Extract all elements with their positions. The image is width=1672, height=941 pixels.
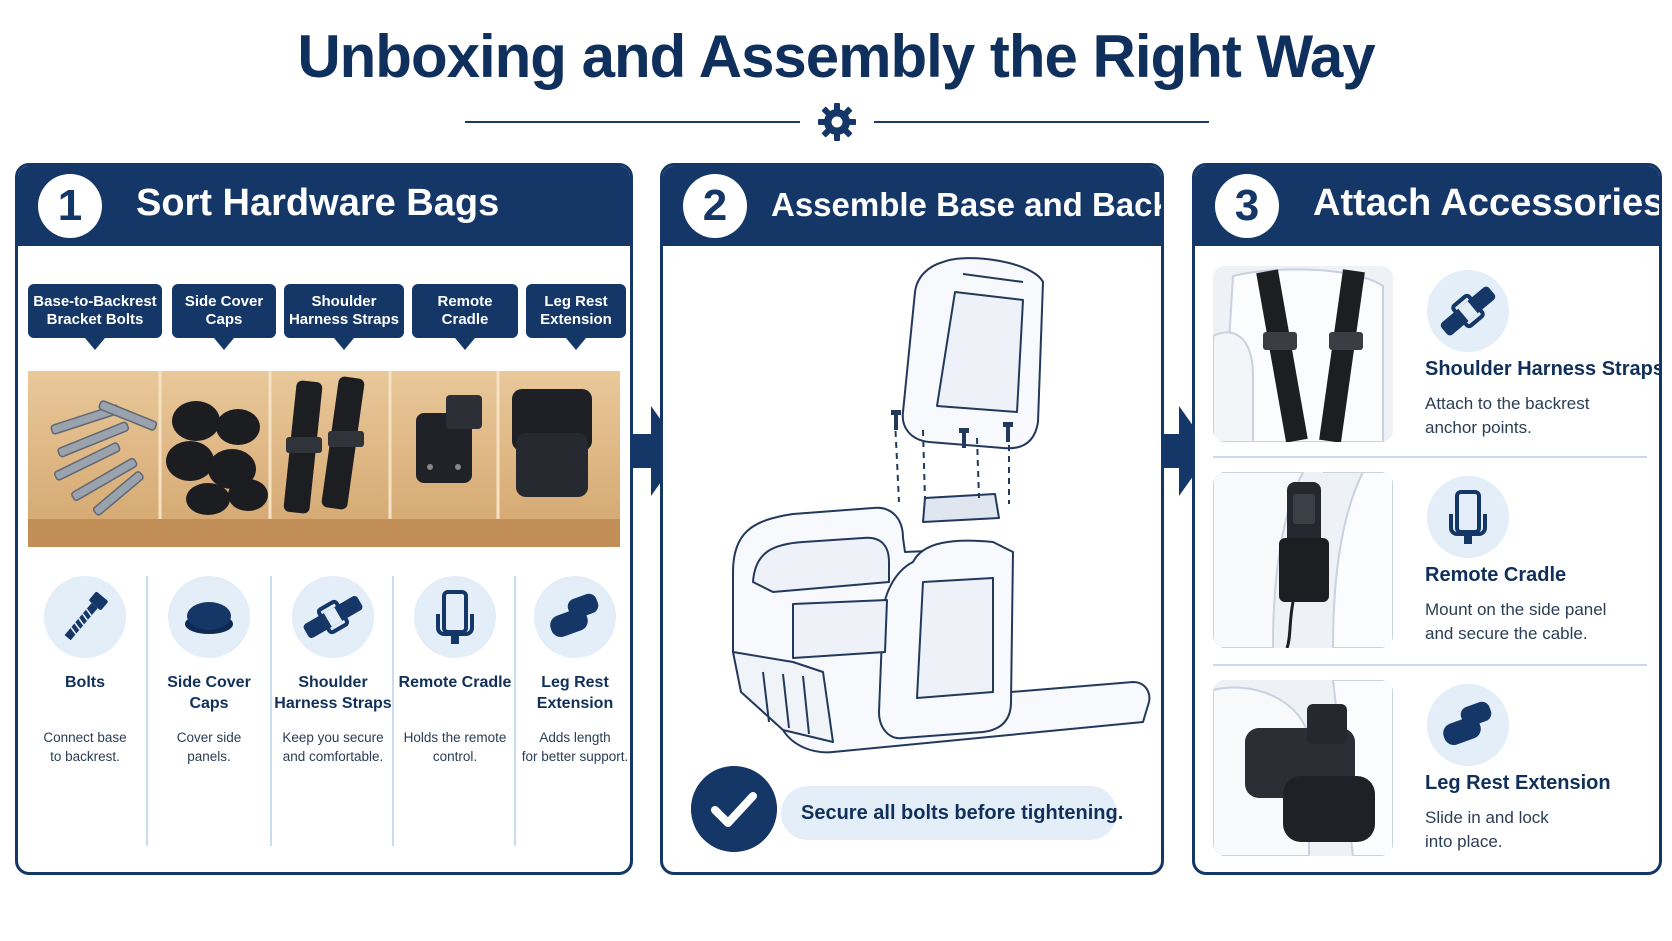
accessory-desc: Mount on the side panel [1425, 600, 1607, 619]
step1-header: 1 Sort Hardware Bags [18, 166, 630, 246]
hardware-shelf-photo [28, 371, 620, 547]
accessory-name: Remote Cradle [1425, 564, 1567, 586]
step3-title: Attach Accessories [1313, 182, 1662, 224]
part-name: Remote Cradle [398, 674, 512, 691]
part-desc: Connect base [43, 730, 127, 745]
part-name: Shoulder [298, 674, 368, 691]
accessory-name: Shoulder Harness Straps [1425, 358, 1662, 380]
part-divider [270, 576, 272, 846]
strap-buckle-icon [1427, 270, 1509, 352]
step2-number-badge: 2 [683, 174, 747, 238]
leg-rest-icon [534, 576, 616, 658]
massage-chair-diagram [732, 257, 1151, 754]
part-divider [146, 576, 148, 846]
page-title: Unboxing and Assembly the Right Way [297, 23, 1375, 90]
remote-holder-icon [1427, 476, 1509, 558]
leg-rest-icon [1427, 684, 1509, 766]
part-name: Bolts [65, 674, 105, 691]
bolts-pile [50, 400, 158, 516]
step2-panel: 2 Assemble Base and Backrest [660, 163, 1164, 875]
checkmark-icon [691, 766, 777, 852]
remote-holder-icon [414, 576, 496, 658]
remote-cradle-photo [1213, 472, 1393, 648]
leg-rest-photo [1213, 680, 1393, 856]
gear-icon [818, 103, 856, 141]
step1-title: Sort Hardware Bags [136, 182, 500, 224]
part-divider [514, 576, 516, 846]
title-divider-left [465, 121, 800, 123]
step2-header: 2 Assemble Base and Backrest [663, 166, 1161, 246]
step3-header: 3 Attach Accessories [1195, 166, 1659, 246]
strap-buckle-icon [292, 576, 374, 658]
part-divider [392, 576, 394, 846]
part-desc: Keep you secure [282, 730, 384, 745]
step1-number-badge: 1 [38, 174, 102, 238]
step2-title: Assemble Base and Backrest [771, 186, 1164, 223]
accessory-divider [1213, 456, 1647, 458]
cap-icon [168, 576, 250, 658]
assembly-tip: Secure all bolts before tightening. [781, 786, 1123, 840]
arrow-right-icon [633, 406, 683, 496]
leg-rest-item [512, 389, 592, 497]
accessory-desc: Attach to the backrest [1425, 394, 1590, 413]
bolt-markers [891, 410, 1013, 448]
title-divider-right [874, 121, 1209, 123]
accessory-divider [1213, 664, 1647, 666]
cradle-item [416, 395, 482, 483]
part-desc: Adds length [539, 730, 611, 745]
straps-photo [1213, 266, 1393, 442]
accessory-shoulder-straps: Shoulder Harness Straps Attach to the ba… [1213, 266, 1659, 442]
part-name: Side Cover Caps [167, 674, 251, 712]
bolt-icon [44, 576, 126, 658]
caps-pile [166, 401, 268, 515]
part-name: Leg Rest [541, 674, 609, 691]
straps-pile [283, 376, 365, 514]
accessory-desc: Slide in and lock [1425, 808, 1549, 827]
part-desc: Holds the remote [403, 730, 507, 745]
arrow-right-icon [1161, 406, 1211, 496]
step3-panel: 3 Attach Accessories Shoulder Harness St… [1192, 163, 1662, 875]
accessory-name: Leg Rest Extension [1425, 772, 1611, 794]
part-desc: Cover side [176, 730, 242, 745]
step3-number-badge: 3 [1215, 174, 1279, 238]
